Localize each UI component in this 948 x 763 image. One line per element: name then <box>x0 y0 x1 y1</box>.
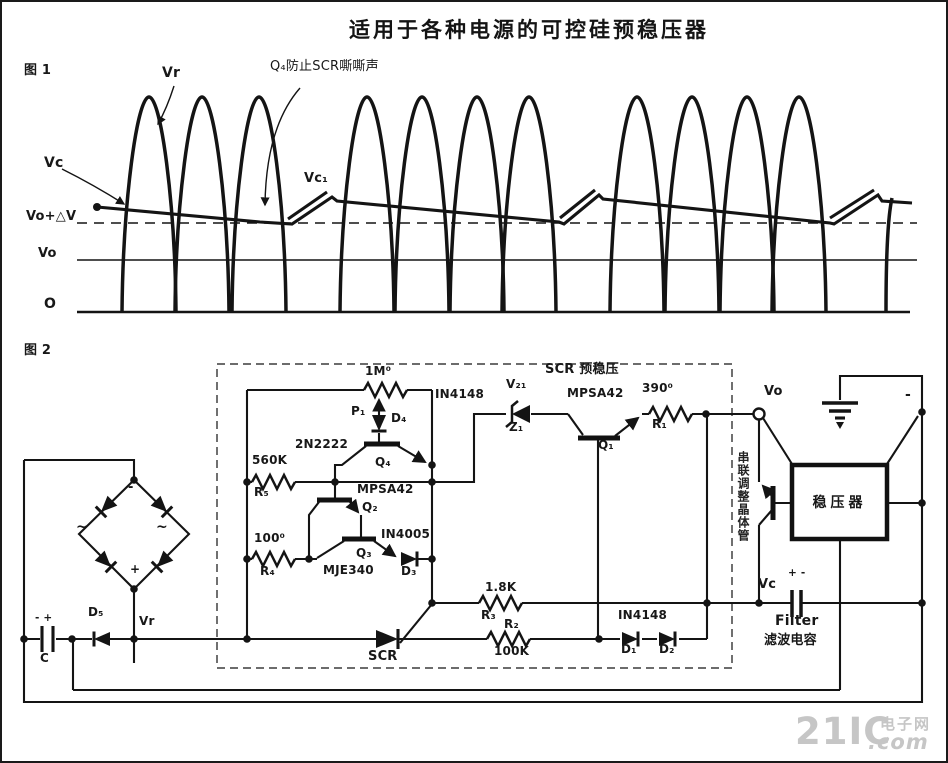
label-v21: V₂₁ <box>506 377 527 391</box>
series-pass-transistor <box>761 484 776 520</box>
label-r2: R₂ <box>504 617 519 631</box>
label-r1-value: 390⁰ <box>642 381 674 395</box>
label-q4: Q₄ <box>375 455 391 469</box>
transistor-q3 <box>316 536 397 559</box>
label-vr-node: Vr <box>139 614 155 628</box>
potentiometer-p1 <box>362 381 409 399</box>
label-q1-part: MPSA42 <box>567 386 624 400</box>
vc-envelope-curve <box>93 188 913 226</box>
label-d2: D₂ <box>659 642 675 656</box>
label-vr-waveform: Vr <box>162 65 181 81</box>
watermark-com: .com <box>868 730 929 754</box>
filter-cap-polarity: + - <box>788 567 806 579</box>
cap-c-polarity: - + <box>35 612 53 624</box>
label-d4: D₄ <box>391 411 407 425</box>
transistor-q4 <box>364 441 427 464</box>
label-q3-part: MJE340 <box>323 563 374 577</box>
bridge-ac-right: ~ <box>156 519 168 535</box>
label-vc1-waveform: Vc₁ <box>304 171 329 186</box>
transistor-q2 <box>307 497 363 559</box>
diode-d5 <box>92 630 112 648</box>
label-scr: SCR <box>368 649 398 664</box>
label-vo-terminal: Vo <box>764 384 783 399</box>
label-d3-part: IN4005 <box>381 527 431 541</box>
label-zero-axis: O <box>44 296 57 312</box>
label-d3: D₃ <box>401 564 417 578</box>
scr-preregulator-dashed-box <box>216 363 733 669</box>
label-q1: Q₁ <box>598 438 614 452</box>
page-title: 适用于各种电源的可控硅预稳压器 <box>349 18 709 42</box>
series-pass-note: 串联调整晶体管 <box>736 451 750 542</box>
figure1-tag: 图 1 <box>24 63 52 78</box>
regulator-label: 稳压器 <box>812 495 867 511</box>
label-vo-plus-dv: Vo+△V <box>26 209 77 224</box>
label-r5: R₅ <box>254 485 269 499</box>
label-vc-node: Vc <box>758 577 777 592</box>
filter-capacitor <box>790 590 803 617</box>
regulator-box <box>789 462 890 542</box>
diode-d4 <box>370 413 388 433</box>
label-r2-value: 100K <box>494 644 530 658</box>
bridge-minus: - <box>128 480 134 495</box>
bridge-ac-left: ~ <box>76 519 88 535</box>
label-d5: D₅ <box>88 605 104 619</box>
label-r1: R₁ <box>652 417 667 431</box>
circuit-schematic <box>20 363 926 704</box>
label-r3-value: 1.8K <box>485 580 517 594</box>
vc-leader-arrow <box>61 168 126 205</box>
label-pot-value: 1M⁰ <box>365 364 392 378</box>
zener-z1 <box>505 400 530 428</box>
waveform-plot <box>61 85 917 314</box>
label-vo-level: Vo <box>38 246 57 261</box>
leader-arrows <box>61 85 301 207</box>
label-d12-part: IN4148 <box>618 608 668 622</box>
label-q2: Q₂ <box>362 500 378 514</box>
q4-annotation: Q₄防止SCR嘶嘶声 <box>270 59 379 74</box>
q4-note-leader-arrow <box>260 87 301 207</box>
vr-leader-arrow <box>157 85 175 126</box>
scr-thyristor <box>376 629 400 649</box>
label-p1: P₁ <box>351 404 366 418</box>
watermark-cn: 电子网 <box>880 715 932 733</box>
label-vc-waveform: Vc <box>44 155 64 171</box>
label-d4-part: IN4148 <box>435 387 485 401</box>
label-z1: Z₁ <box>509 420 524 434</box>
label-c: C <box>40 651 50 665</box>
label-d1: D₁ <box>621 642 637 656</box>
junction-dots <box>20 408 926 643</box>
label-negative-terminal: - <box>905 387 912 403</box>
transistor-q1 <box>578 416 640 441</box>
label-filter-cn: 滤波电容 <box>764 633 817 648</box>
watermark-21ic: 21IC <box>795 710 892 753</box>
label-q2-part: MPSA42 <box>357 482 414 496</box>
label-filter-en: Filter <box>775 613 819 629</box>
dashed-box-title: SCR 预稳压 <box>545 362 619 377</box>
label-r4-value: 100⁰ <box>254 531 286 545</box>
label-q4-part: 2N2222 <box>295 437 348 451</box>
capacitor-c <box>40 626 55 652</box>
ground-icon <box>822 401 858 429</box>
label-q3: Q₃ <box>356 546 372 560</box>
rectified-sine-arches <box>120 95 894 313</box>
figure2-tag: 图 2 <box>24 343 52 358</box>
bridge-plus: + <box>130 562 141 576</box>
wires <box>22 374 924 704</box>
label-r3: R₃ <box>481 608 496 622</box>
vo-output-terminal <box>752 407 766 421</box>
label-r4: R₄ <box>260 564 275 578</box>
label-r5-value: 560K <box>252 453 288 467</box>
